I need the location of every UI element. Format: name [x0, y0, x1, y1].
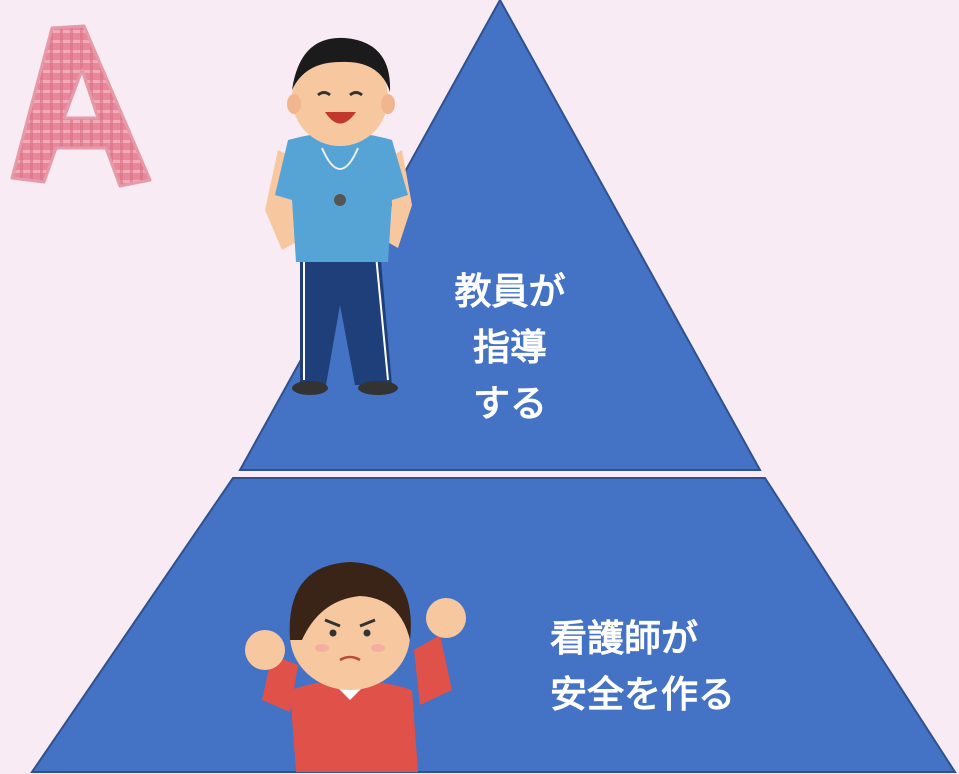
bottom-tier-line-1: 看護師が — [550, 617, 698, 660]
top-tier-line-1: 教員が — [454, 270, 566, 313]
top-tier-line-2: 指導 — [473, 326, 547, 369]
bottom-tier-label: 看護師が 安全を作る — [550, 611, 735, 723]
nurse-figure — [245, 562, 466, 772]
top-tier-line-3: する — [473, 382, 547, 425]
teacher-figure — [265, 37, 412, 395]
letter-a-badge — [10, 24, 152, 188]
pyramid-bottom-tier — [30, 477, 957, 773]
top-tier-label: 教員が 指導 する — [410, 264, 610, 432]
bottom-tier-line-2: 安全を作る — [550, 673, 735, 716]
